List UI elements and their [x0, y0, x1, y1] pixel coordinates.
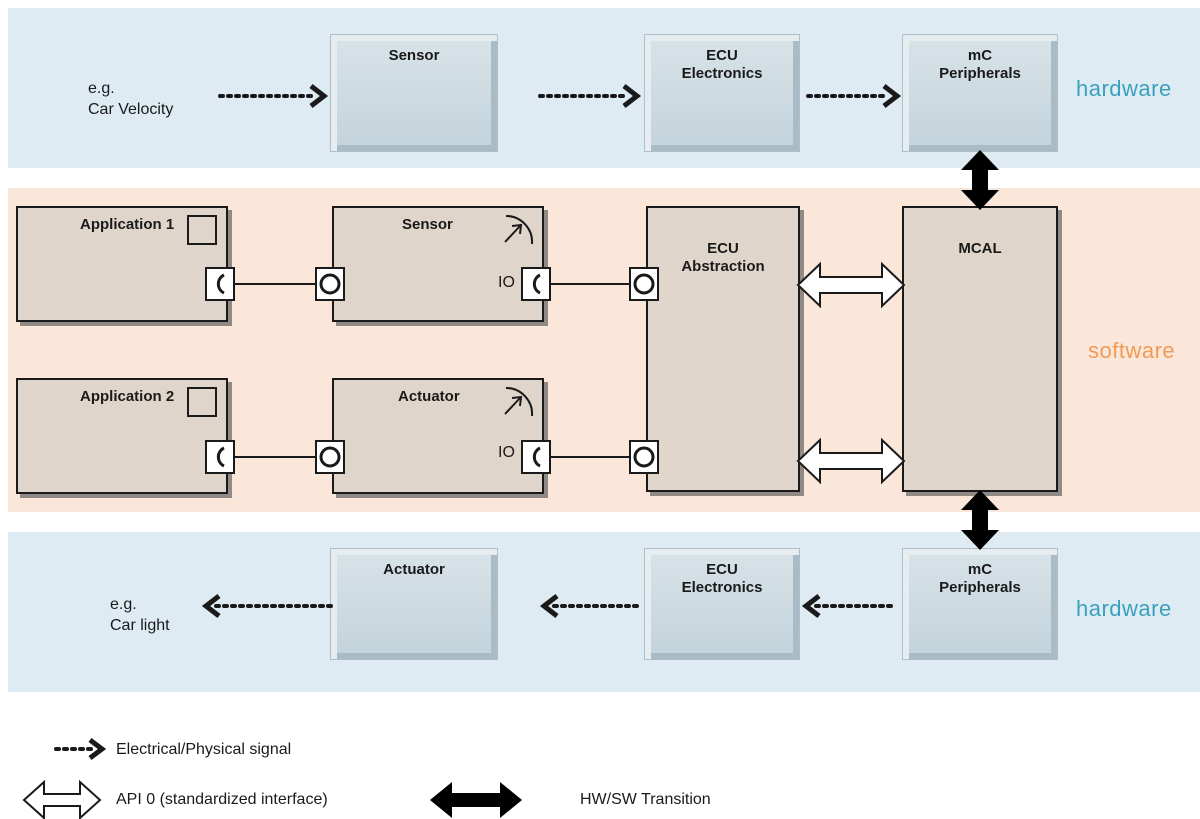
hw-ecu-electronics-box-bottom: ECU Electronics — [644, 548, 800, 660]
signal-arrow-ecu-to-actuator — [539, 594, 642, 618]
port-ecuabs-provide-upper — [628, 266, 660, 302]
sensor-swc-box — [332, 206, 544, 322]
ecu-abstraction-box — [646, 206, 800, 492]
hw-sw-transition-arrow-top — [961, 150, 999, 210]
io-label-actuator: IO — [498, 444, 515, 461]
api-arrow-upper — [796, 261, 906, 309]
signal-arrow-ecu-to-mc — [806, 84, 902, 108]
hw-sw-transition-arrow-bottom — [961, 490, 999, 550]
input-example: e.g. Car Velocity — [88, 78, 173, 120]
application-1-label: Application 1 — [80, 216, 175, 233]
legend-api-label: API 0 (standardized interface) — [116, 791, 328, 808]
legend-transition-label: HW/SW Transition — [580, 791, 711, 808]
legend-signal-icon — [54, 738, 107, 760]
hardware-label-bottom: hardware — [1076, 596, 1172, 621]
actuator-swc-box — [332, 378, 544, 494]
output-example: e.g. Car light — [110, 594, 170, 636]
port-actuator-io-require — [520, 439, 552, 475]
legend-signal-label: Electrical/Physical signal — [116, 741, 292, 758]
hw-sensor-label: Sensor — [388, 47, 440, 64]
mcal-box — [902, 206, 1058, 492]
mcal-label: MCAL — [958, 240, 1002, 257]
io-label-sensor: IO — [498, 274, 515, 291]
port-actuator-provide — [314, 439, 346, 475]
ecu-abstraction-line1: ECU — [707, 240, 739, 257]
actuator-gauge-icon — [504, 386, 534, 417]
legend-api-icon — [22, 779, 102, 819]
hw-ecu-bottom-line1: ECU — [706, 561, 738, 578]
ecu-abstraction-line2: Abstraction — [681, 258, 765, 275]
signal-arrow-mc-to-ecu — [801, 594, 898, 618]
hw-mc-bottom-line2: Peripherals — [939, 579, 1021, 596]
application-2-label: Application 2 — [80, 388, 175, 405]
output-example-line2: Car light — [110, 617, 170, 634]
hw-actuator-label: Actuator — [383, 561, 445, 578]
hw-mc-peripherals-box-bottom: mC Peripherals — [902, 548, 1058, 660]
application-2-box — [16, 378, 228, 494]
actuator-swc-label: Actuator — [398, 388, 460, 405]
input-example-line1: e.g. — [88, 80, 115, 97]
sensor-gauge-icon — [504, 214, 534, 245]
hw-ecu-electronics-box-top: ECU Electronics — [644, 34, 800, 152]
port-ecuabs-provide-lower — [628, 439, 660, 475]
signal-arrow-input — [218, 84, 329, 108]
api-arrow-lower — [796, 437, 906, 485]
hardware-label-top: hardware — [1076, 76, 1172, 101]
signal-arrow-output — [201, 594, 334, 618]
application-1-box — [16, 206, 228, 322]
legend-transition-icon — [430, 782, 522, 818]
hw-ecu-bottom-line2: Electronics — [681, 579, 763, 596]
application-1-icon — [187, 215, 217, 245]
port-app2-require — [204, 439, 236, 475]
hw-mc-bottom-line1: mC — [967, 561, 993, 578]
hw-ecu-line2: Electronics — [681, 65, 763, 82]
signal-arrow-sensor-to-ecu — [538, 84, 642, 108]
hw-mc-line1: mC — [967, 47, 993, 64]
hw-mc-line2: Peripherals — [939, 65, 1021, 82]
application-2-icon — [187, 387, 217, 417]
port-app1-require — [204, 266, 236, 302]
ecu-abstraction-label: ECU Abstraction — [646, 240, 800, 276]
sensor-swc-label: Sensor — [402, 216, 453, 233]
software-label: software — [1088, 338, 1176, 363]
hw-ecu-line1: ECU — [706, 47, 738, 64]
port-sensor-provide — [314, 266, 346, 302]
hw-actuator-box: Actuator — [330, 548, 498, 660]
port-sensor-io-require — [520, 266, 552, 302]
input-example-line2: Car Velocity — [88, 101, 174, 118]
output-example-line1: e.g. — [110, 596, 137, 613]
hw-sensor-box: Sensor — [330, 34, 498, 152]
